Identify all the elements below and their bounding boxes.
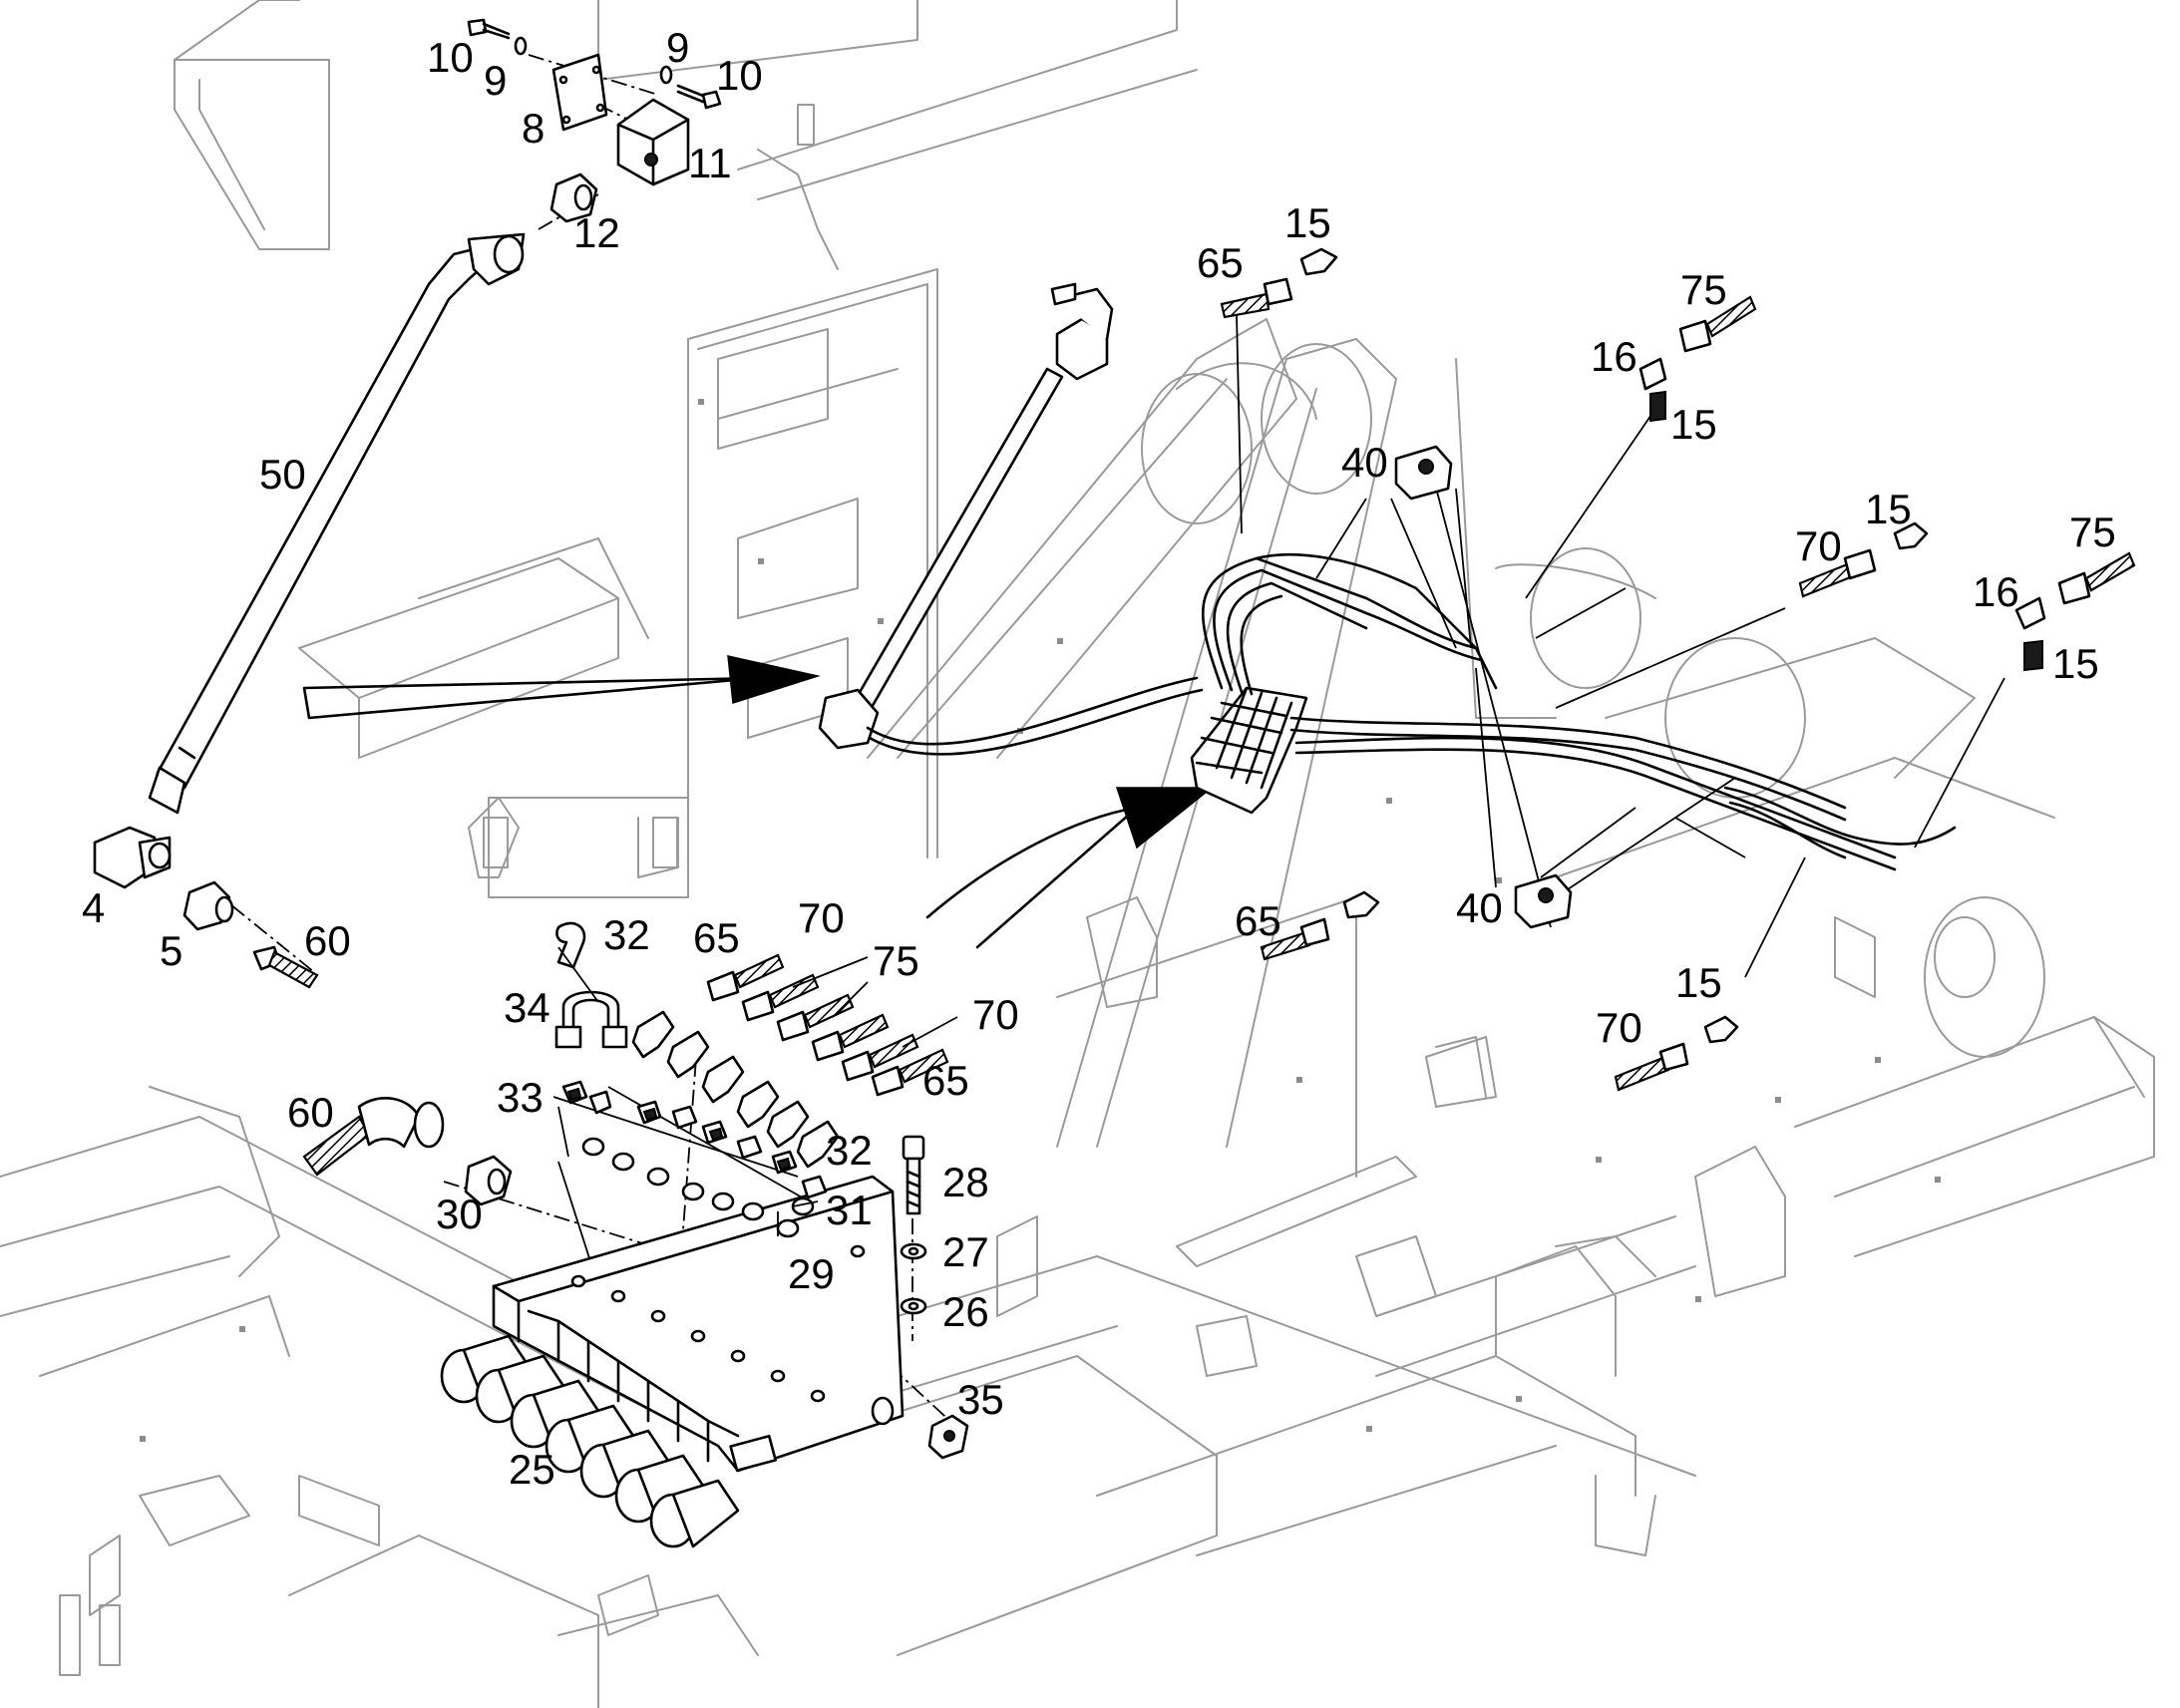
plate-8[interactable] <box>551 53 608 132</box>
callout-40: 40 <box>1456 884 1503 931</box>
callout-65: 65 <box>1235 897 1281 944</box>
callout-28: 28 <box>942 1159 989 1205</box>
callout-9: 9 <box>484 57 507 104</box>
callout-10: 10 <box>427 34 474 81</box>
fitting-70-right[interactable] <box>1798 521 1929 598</box>
adapters-29[interactable] <box>581 1137 815 1238</box>
plug-35[interactable] <box>927 1414 969 1460</box>
callout-31: 31 <box>826 1187 873 1233</box>
callout-27: 27 <box>942 1228 989 1275</box>
hose-50[interactable] <box>148 232 526 815</box>
callout-labels: 10 9 9 10 8 11 12 50 4 5 60 65 15 75 16 … <box>82 24 2116 1493</box>
elbow-60-lower[interactable] <box>302 1097 445 1177</box>
washer-9-right[interactable] <box>659 65 673 85</box>
callout-65: 65 <box>922 1057 969 1104</box>
callout-4: 4 <box>82 884 105 931</box>
callout-60: 60 <box>304 917 351 964</box>
callout-70: 70 <box>972 991 1019 1038</box>
elbow-16-right[interactable] <box>2014 596 2046 672</box>
callout-25: 25 <box>509 1446 555 1493</box>
hose-75-right[interactable] <box>2057 551 2136 605</box>
callout-8: 8 <box>522 105 545 152</box>
washer-26[interactable] <box>900 1297 927 1315</box>
callout-65: 65 <box>693 914 740 961</box>
fitting-12[interactable] <box>549 172 598 223</box>
bolt-10-right[interactable] <box>676 84 722 110</box>
hose-75-upper[interactable] <box>1678 295 1757 353</box>
adapters-31[interactable] <box>561 1080 828 1199</box>
callout-35: 35 <box>957 1376 1004 1423</box>
fitting-4[interactable] <box>93 826 172 889</box>
callout-50: 50 <box>259 451 306 498</box>
callout-10: 10 <box>716 52 763 99</box>
elbow-32-top[interactable] <box>555 921 586 969</box>
callout-75: 75 <box>1680 266 1727 313</box>
callout-15: 15 <box>1865 486 1912 532</box>
direction-arrow <box>1115 787 1215 850</box>
fitting-5[interactable] <box>182 880 234 931</box>
callout-9: 9 <box>666 24 689 71</box>
callout-11: 11 <box>688 140 732 186</box>
block-11[interactable] <box>616 98 690 186</box>
clamp-40-lower[interactable] <box>1514 873 1573 929</box>
callout-33: 33 <box>497 1074 544 1121</box>
callout-29: 29 <box>788 1250 835 1297</box>
elbow-16-upper[interactable] <box>1638 357 1667 423</box>
bolt-10-left[interactable] <box>467 18 511 40</box>
callout-26: 26 <box>942 1288 989 1335</box>
elbows-32[interactable] <box>631 1010 840 1169</box>
direction-arrow <box>727 655 821 704</box>
callout-32: 32 <box>826 1127 873 1174</box>
fitting-65-top[interactable] <box>1220 277 1293 319</box>
leader-lines-lower <box>557 946 958 1236</box>
fitting-70-lower[interactable] <box>1614 1015 1739 1092</box>
callout-70: 70 <box>1795 522 1842 569</box>
callout-32: 32 <box>603 911 650 958</box>
washer-9-left[interactable] <box>514 36 528 56</box>
hose-upper[interactable] <box>818 282 1204 756</box>
clamp-40-upper[interactable] <box>1394 445 1453 501</box>
callout-15: 15 <box>1284 199 1331 246</box>
callout-40: 40 <box>1341 439 1388 486</box>
distributor-block[interactable] <box>1190 686 1308 815</box>
callout-15: 15 <box>1675 959 1722 1006</box>
tube-34[interactable] <box>554 990 628 1049</box>
callout-16: 16 <box>1591 333 1637 380</box>
hose-bundle <box>1201 553 1957 871</box>
bolt-60-upper[interactable] <box>252 945 319 989</box>
callout-60: 60 <box>287 1089 334 1136</box>
callout-75: 75 <box>873 937 919 984</box>
callout-70: 70 <box>798 894 845 941</box>
bolt-28[interactable] <box>902 1135 925 1215</box>
washer-27[interactable] <box>900 1242 927 1260</box>
nipple-15-top[interactable] <box>1299 247 1338 276</box>
fitting-30[interactable] <box>464 1155 513 1206</box>
callout-75: 75 <box>2069 509 2116 555</box>
callout-15: 15 <box>2052 640 2099 687</box>
fitting-65-lower[interactable] <box>1260 890 1380 961</box>
callout-16: 16 <box>1973 568 2019 615</box>
callout-30: 30 <box>436 1191 483 1237</box>
hoses-65-70-75-lower[interactable] <box>706 953 949 1097</box>
callout-5: 5 <box>160 927 182 974</box>
callout-70: 70 <box>1596 1004 1642 1051</box>
callout-12: 12 <box>573 209 620 256</box>
callout-65: 65 <box>1197 239 1244 286</box>
callout-34: 34 <box>504 984 550 1031</box>
manifold-25[interactable] <box>440 1175 905 1548</box>
callout-15: 15 <box>1670 401 1717 448</box>
